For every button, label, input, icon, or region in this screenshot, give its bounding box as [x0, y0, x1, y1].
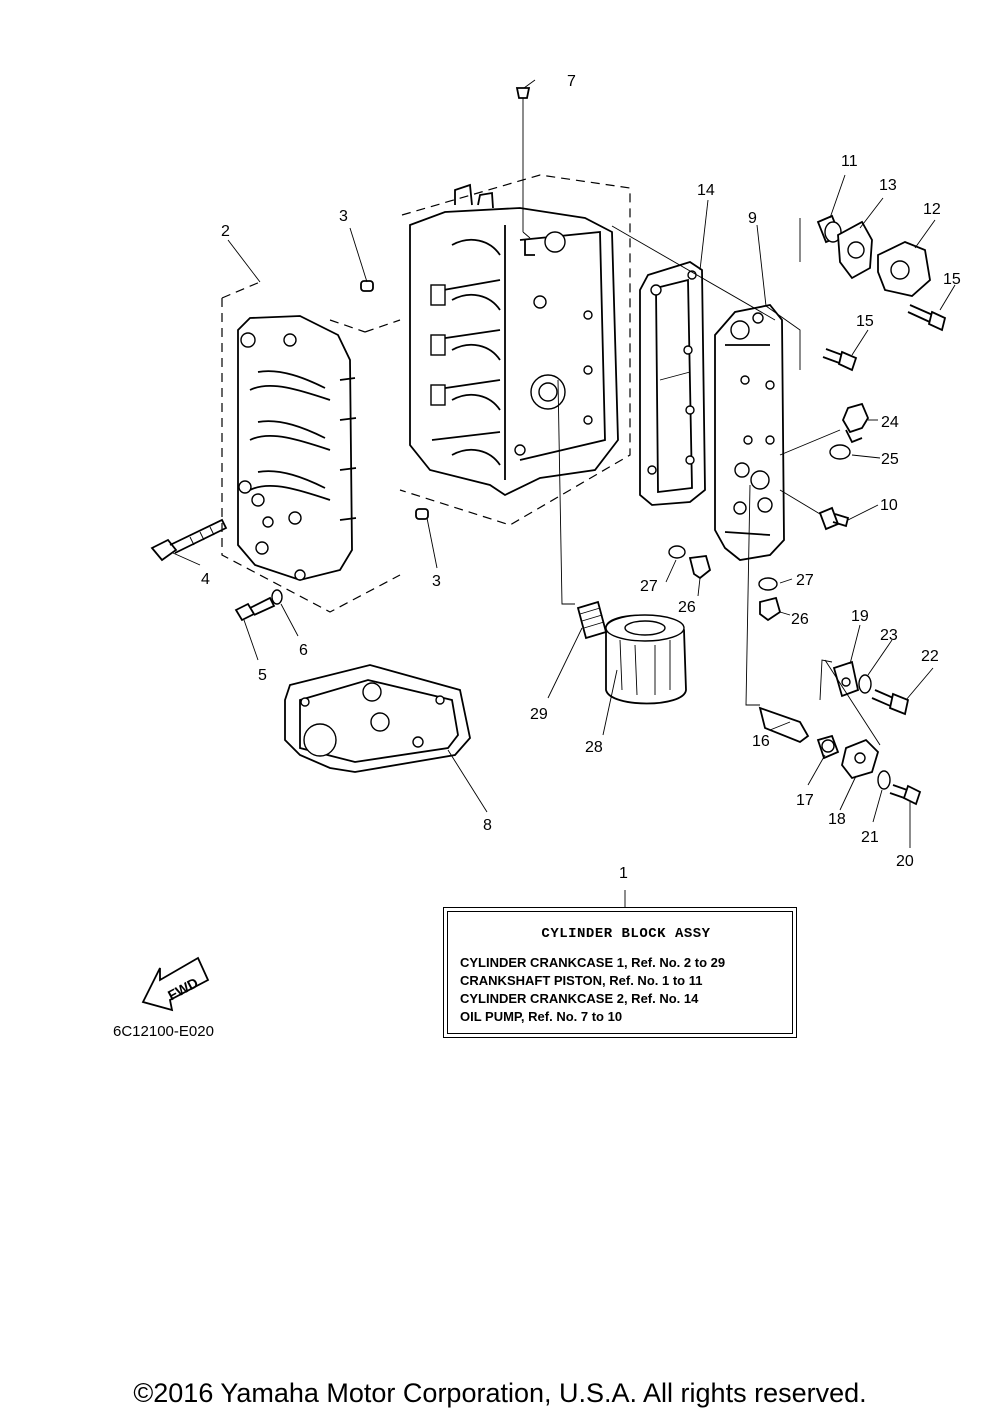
callout-11: 11 — [841, 153, 858, 170]
sensor-16 — [758, 706, 810, 744]
bolt-15b — [822, 348, 858, 372]
callout-26b: 26 — [791, 611, 809, 628]
callout-29: 29 — [530, 706, 548, 723]
crankcase-2-gasket — [639, 261, 706, 506]
bolt-22 — [871, 689, 910, 716]
callout-22: 22 — [921, 648, 939, 665]
assembly-legend-box: CYLINDER BLOCK ASSY CYLINDER CRANKCASE 1… — [443, 907, 797, 1038]
oil-pump-cover — [714, 304, 785, 561]
dowel-pin-3b — [415, 508, 429, 520]
callout-18: 18 — [828, 811, 846, 828]
oil-filter — [605, 614, 687, 705]
callout-14: 14 — [697, 182, 715, 199]
callout-1: 1 — [619, 865, 628, 882]
plug-7 — [515, 87, 531, 99]
callout-16: 16 — [752, 733, 770, 750]
callout-3b: 3 — [432, 573, 441, 590]
plug-26a — [688, 555, 712, 580]
callout-5: 5 — [258, 667, 267, 684]
oil-filter-union — [576, 600, 608, 640]
callout-27b: 27 — [796, 572, 814, 589]
callout-15a: 15 — [943, 271, 961, 288]
legend-title: CYLINDER BLOCK ASSY — [541, 926, 711, 942]
grommet-17 — [816, 734, 840, 760]
gasket-13 — [837, 220, 873, 280]
thermostat-cover-12 — [877, 241, 931, 297]
callout-19: 19 — [851, 608, 869, 625]
callout-4: 4 — [201, 571, 210, 588]
fwd-arrow-icon: FWD — [141, 956, 210, 1012]
bolt-15a — [907, 304, 947, 332]
copyright-notice: ©2016 Yamaha Motor Corporation, U.S.A. A… — [133, 1378, 867, 1408]
cylinder-block — [399, 174, 631, 526]
bolt-4 — [150, 518, 228, 562]
leader-lines — [172, 79, 956, 907]
washer-23 — [858, 674, 872, 694]
callout-6: 6 — [299, 642, 308, 659]
callout-28: 28 — [585, 739, 603, 756]
washer-6 — [271, 589, 283, 605]
callout-23: 23 — [880, 627, 898, 644]
bolt-20 — [889, 784, 922, 806]
callout-12: 12 — [923, 201, 941, 218]
o-ring-27b — [758, 577, 778, 591]
o-ring-25 — [829, 444, 851, 460]
legend-line: CRANKSHAFT PISTON, Ref. No. 1 to 11 — [460, 973, 703, 988]
callout-3a: 3 — [339, 208, 348, 225]
bracket-19 — [832, 660, 860, 698]
callout-9: 9 — [748, 210, 757, 227]
callout-8: 8 — [483, 817, 492, 834]
bolt-5 — [234, 596, 276, 622]
cylinder-head — [221, 281, 401, 613]
callout-26a: 26 — [678, 599, 696, 616]
sensor-18 — [841, 738, 880, 780]
callout-2: 2 — [221, 223, 230, 240]
o-ring-27a — [668, 545, 686, 559]
legend-line: CYLINDER CRANKCASE 2, Ref. No. 14 — [460, 991, 699, 1006]
callout-17: 17 — [796, 792, 814, 809]
legend-line: CYLINDER CRANKCASE 1, Ref. No. 2 to 29 — [460, 955, 726, 970]
diagram-code: 6C12100-E020 — [113, 1023, 214, 1040]
legend-line: OIL PUMP, Ref. No. 7 to 10 — [460, 1009, 623, 1024]
callout-27a: 27 — [640, 578, 658, 595]
callout-25: 25 — [881, 451, 899, 468]
callout-13: 13 — [879, 177, 897, 194]
callout-21: 21 — [861, 829, 879, 846]
callout-7: 7 — [567, 73, 576, 90]
callout-labels: 1 2 3 3 4 5 6 7 8 9 10 11 12 13 14 15 15… — [201, 73, 961, 882]
callout-24: 24 — [881, 414, 899, 431]
callout-15b: 15 — [856, 313, 874, 330]
callout-10: 10 — [880, 497, 898, 514]
plug-26b — [759, 596, 782, 622]
plug-24 — [841, 402, 870, 444]
washer-21 — [877, 770, 891, 790]
bottom-gasket — [284, 664, 471, 773]
dowel-pin-3a — [360, 280, 374, 292]
callout-20: 20 — [896, 853, 914, 870]
valve-10 — [818, 506, 850, 531]
